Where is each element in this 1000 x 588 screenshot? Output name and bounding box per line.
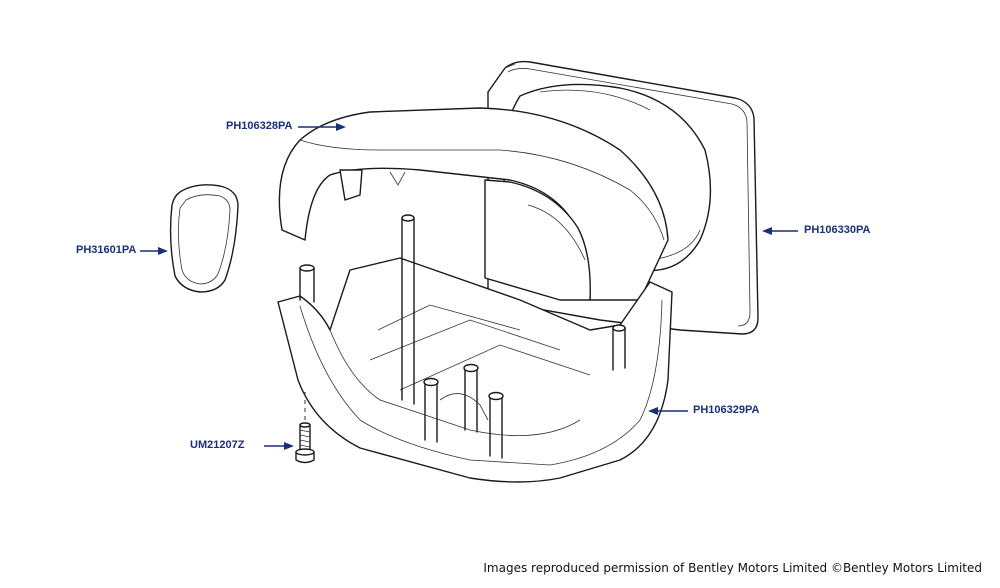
seal-drawing bbox=[169, 184, 239, 293]
label-back-cover[interactable]: PH106330PA bbox=[804, 224, 871, 236]
label-lower-cowl[interactable]: PH106329PA bbox=[693, 404, 760, 416]
lower-cowl-drawing bbox=[277, 214, 673, 483]
image-credit: Images reproduced permission of Bentley … bbox=[483, 561, 982, 575]
label-seal[interactable]: PH31601PA bbox=[76, 244, 137, 256]
leader-arrows bbox=[140, 123, 798, 450]
upper-cowl-drawing bbox=[278, 107, 669, 301]
screw-drawing bbox=[295, 392, 315, 464]
label-upper-cowl[interactable]: PH106328PA bbox=[226, 120, 293, 132]
label-screw[interactable]: UM21207Z bbox=[190, 439, 245, 451]
